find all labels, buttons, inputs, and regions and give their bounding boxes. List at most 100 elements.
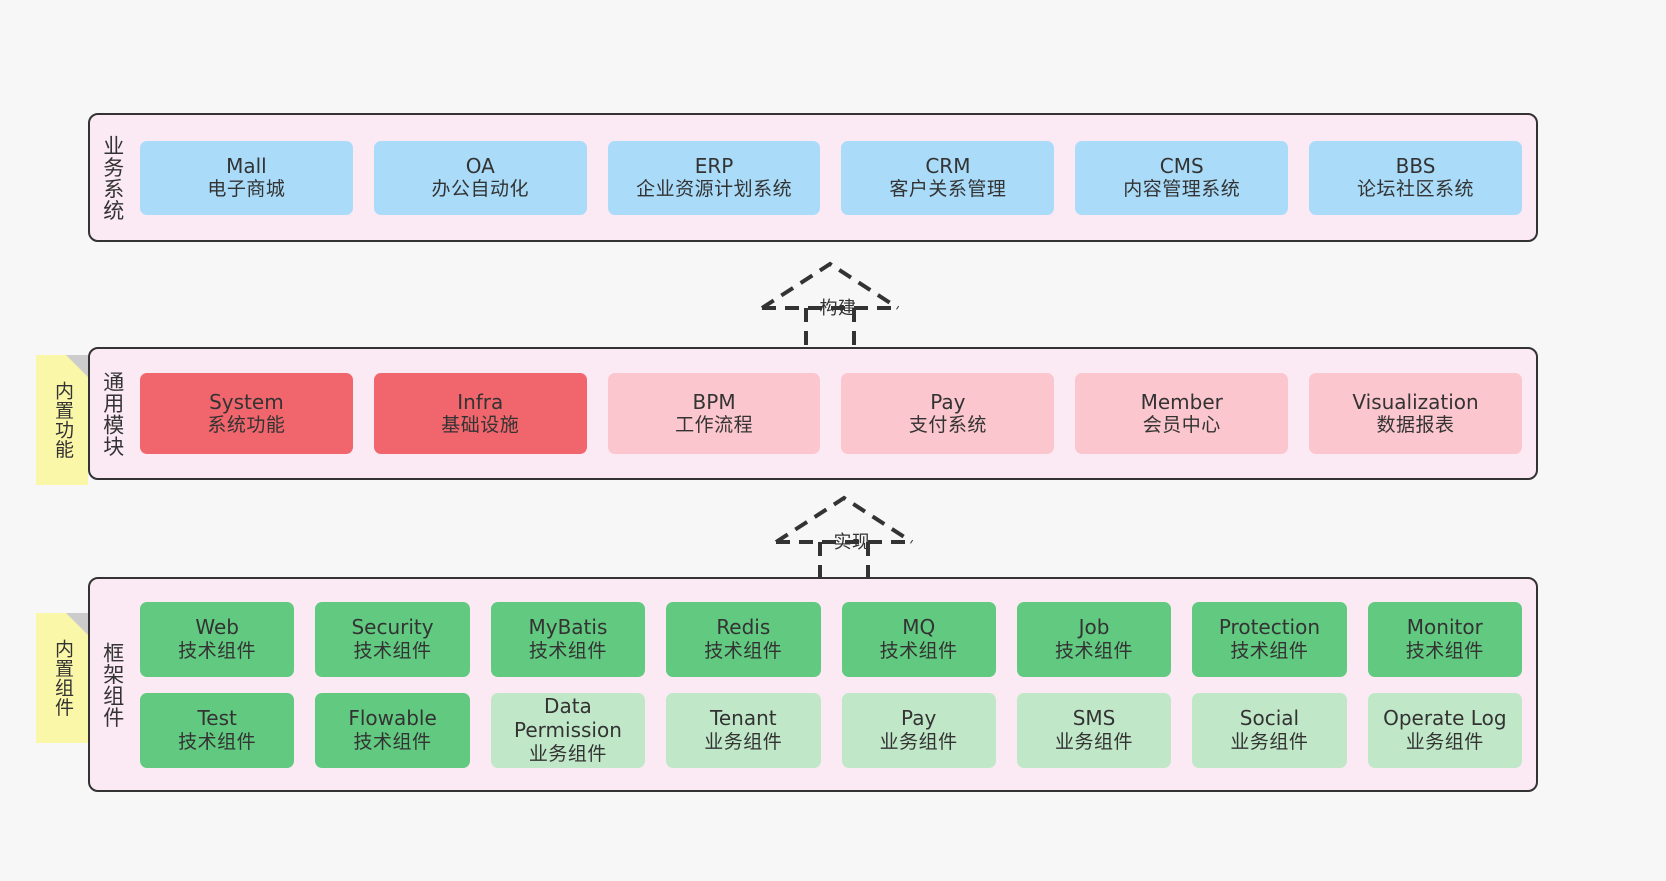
cell-title-cn: 技术组件 bbox=[353, 639, 432, 662]
arrow-build-label: 构建 bbox=[819, 298, 857, 319]
cell-system[interactable]: System 系统功能 bbox=[140, 373, 353, 454]
arrow-build: 构建 bbox=[758, 258, 918, 354]
cell-title-cn: 企业资源计划系统 bbox=[636, 178, 793, 201]
note-label: 内置组件 bbox=[51, 639, 74, 717]
arrow-implement-label: 实现 bbox=[833, 532, 871, 553]
cell-title-en: System bbox=[209, 389, 284, 414]
cell-title-en: MyBatis bbox=[528, 615, 608, 640]
cell-protection[interactable]: Protection 技术组件 bbox=[1192, 601, 1347, 677]
cell-pay-component[interactable]: Pay 业务组件 bbox=[841, 692, 996, 768]
cell-title-cn: 业务组件 bbox=[704, 730, 783, 753]
layer-body-business: Mall 电子商城 OA 办公自动化 ERP 企业资源计划系统 CRM 客户关系… bbox=[134, 115, 1536, 240]
cell-title-en: ERP bbox=[694, 153, 734, 178]
cell-crm[interactable]: CRM 客户关系管理 bbox=[841, 140, 1055, 215]
cell-title-cn: 技术组件 bbox=[528, 639, 607, 662]
cell-security[interactable]: Security 技术组件 bbox=[315, 601, 470, 677]
cell-operate-log[interactable]: Operate Log 业务组件 bbox=[1367, 692, 1522, 768]
layer-title-modules: 通用模块 bbox=[100, 370, 125, 457]
cell-title-cn: 电子商城 bbox=[207, 178, 286, 201]
layer-body-framework: Web 技术组件 Security 技术组件 MyBatis 技术组件 Redi… bbox=[134, 579, 1536, 790]
cell-flowable[interactable]: Flowable 技术组件 bbox=[315, 692, 470, 768]
cell-data-permission[interactable]: Data Permission 业务组件 bbox=[490, 692, 646, 768]
note-builtin-component: 内置组件 bbox=[36, 613, 88, 743]
cell-title-cn: 系统功能 bbox=[207, 414, 286, 437]
cell-title-en: Pay bbox=[901, 706, 937, 731]
cell-title-cn: 技术组件 bbox=[353, 730, 432, 753]
cell-title-en: Monitor bbox=[1406, 615, 1483, 640]
cell-erp[interactable]: ERP 企业资源计划系统 bbox=[607, 140, 821, 215]
cell-mq[interactable]: MQ 技术组件 bbox=[841, 601, 996, 677]
cell-title-en: Web bbox=[195, 615, 239, 640]
note-builtin-feature: 内置功能 bbox=[36, 355, 88, 485]
cell-title-en: Flowable bbox=[348, 706, 437, 731]
cell-title-cn: 技术组件 bbox=[879, 639, 958, 662]
arrow-implement: 实现 bbox=[772, 492, 932, 588]
cell-pay-module[interactable]: Pay 支付系统 bbox=[841, 373, 1055, 454]
cell-title-cn: 会员中心 bbox=[1142, 414, 1221, 437]
cell-title-en: Data Permission bbox=[514, 694, 622, 743]
cell-title-en: Tenant bbox=[710, 706, 777, 731]
cell-title-cn: 基础设施 bbox=[441, 414, 520, 437]
note-fold-icon bbox=[66, 613, 88, 635]
cell-title-en: Operate Log bbox=[1383, 706, 1507, 731]
cell-mall[interactable]: Mall 电子商城 bbox=[140, 140, 353, 215]
cell-title-en: Job bbox=[1078, 615, 1110, 640]
cell-title-cn: 业务组件 bbox=[528, 742, 607, 765]
cell-title-cn: 技术组件 bbox=[1055, 639, 1134, 662]
cell-tenant[interactable]: Tenant 业务组件 bbox=[666, 692, 821, 768]
cell-job[interactable]: Job 技术组件 bbox=[1016, 601, 1172, 677]
layer-body-modules: System 系统功能 Infra 基础设施 BPM 工作流程 Pay 支付系统… bbox=[134, 349, 1536, 478]
cell-mybatis[interactable]: MyBatis 技术组件 bbox=[490, 601, 646, 677]
cell-title-cn: 业务组件 bbox=[1405, 730, 1484, 753]
cell-title-en: BBS bbox=[1395, 153, 1436, 178]
cell-cms[interactable]: CMS 内容管理系统 bbox=[1075, 140, 1289, 215]
cell-social[interactable]: Social 业务组件 bbox=[1192, 692, 1347, 768]
cell-bpm[interactable]: BPM 工作流程 bbox=[607, 373, 821, 454]
cell-title-en: Member bbox=[1140, 389, 1223, 414]
cell-title-en: Visualization bbox=[1352, 389, 1479, 414]
cell-title-cn: 办公自动化 bbox=[431, 178, 529, 201]
cell-row: Mall 电子商城 OA 办公自动化 ERP 企业资源计划系统 CRM 客户关系… bbox=[140, 140, 1522, 215]
cell-oa[interactable]: OA 办公自动化 bbox=[373, 140, 587, 215]
cell-member[interactable]: Member 会员中心 bbox=[1075, 373, 1289, 454]
cell-visualization[interactable]: Visualization 数据报表 bbox=[1309, 373, 1522, 454]
cell-row: Test 技术组件 Flowable 技术组件 Data Permission … bbox=[140, 692, 1522, 768]
cell-title-en: Infra bbox=[457, 389, 504, 414]
cell-title-en: MQ bbox=[902, 615, 936, 640]
cell-title-cn: 技术组件 bbox=[1405, 639, 1484, 662]
cell-row: Web 技术组件 Security 技术组件 MyBatis 技术组件 Redi… bbox=[140, 601, 1522, 677]
cell-title-en: Test bbox=[197, 706, 237, 731]
cell-sms[interactable]: SMS 业务组件 bbox=[1016, 692, 1172, 768]
cell-title-en: Mall bbox=[226, 153, 267, 178]
cell-web[interactable]: Web 技术组件 bbox=[140, 601, 295, 677]
cell-test[interactable]: Test 技术组件 bbox=[140, 692, 295, 768]
note-fold-icon bbox=[66, 355, 88, 377]
cell-title-en: Pay bbox=[930, 389, 966, 414]
cell-title-en: Protection bbox=[1218, 615, 1321, 640]
cell-title-cn: 支付系统 bbox=[908, 414, 987, 437]
cell-title-en: CRM bbox=[925, 153, 971, 178]
cell-title-en: BPM bbox=[692, 389, 736, 414]
cell-title-cn: 论坛社区系统 bbox=[1357, 178, 1475, 201]
cell-title-cn: 技术组件 bbox=[178, 730, 257, 753]
cell-infra[interactable]: Infra 基础设施 bbox=[373, 373, 587, 454]
cell-title-cn: 技术组件 bbox=[704, 639, 783, 662]
cell-title-cn: 客户关系管理 bbox=[889, 178, 1007, 201]
layer-common-modules: 通用模块 System 系统功能 Infra 基础设施 BPM 工作流程 Pay… bbox=[88, 347, 1538, 480]
cell-title-cn: 业务组件 bbox=[879, 730, 958, 753]
cell-title-en: Social bbox=[1239, 706, 1300, 731]
cell-title-en: Redis bbox=[716, 615, 771, 640]
layer-title-business: 业务系统 bbox=[100, 134, 125, 221]
cell-bbs[interactable]: BBS 论坛社区系统 bbox=[1309, 140, 1522, 215]
layer-title-framework: 框架组件 bbox=[100, 641, 125, 728]
note-label: 内置功能 bbox=[51, 381, 74, 459]
cell-title-en: CMS bbox=[1159, 153, 1204, 178]
cell-title-en: OA bbox=[465, 153, 495, 178]
cell-title-en: Security bbox=[351, 615, 434, 640]
cell-title-cn: 技术组件 bbox=[178, 639, 257, 662]
layer-framework-components: 框架组件 Web 技术组件 Security 技术组件 MyBatis 技术组件… bbox=[88, 577, 1538, 792]
cell-redis[interactable]: Redis 技术组件 bbox=[666, 601, 821, 677]
cell-title-cn: 数据报表 bbox=[1376, 414, 1455, 437]
cell-monitor[interactable]: Monitor 技术组件 bbox=[1367, 601, 1522, 677]
